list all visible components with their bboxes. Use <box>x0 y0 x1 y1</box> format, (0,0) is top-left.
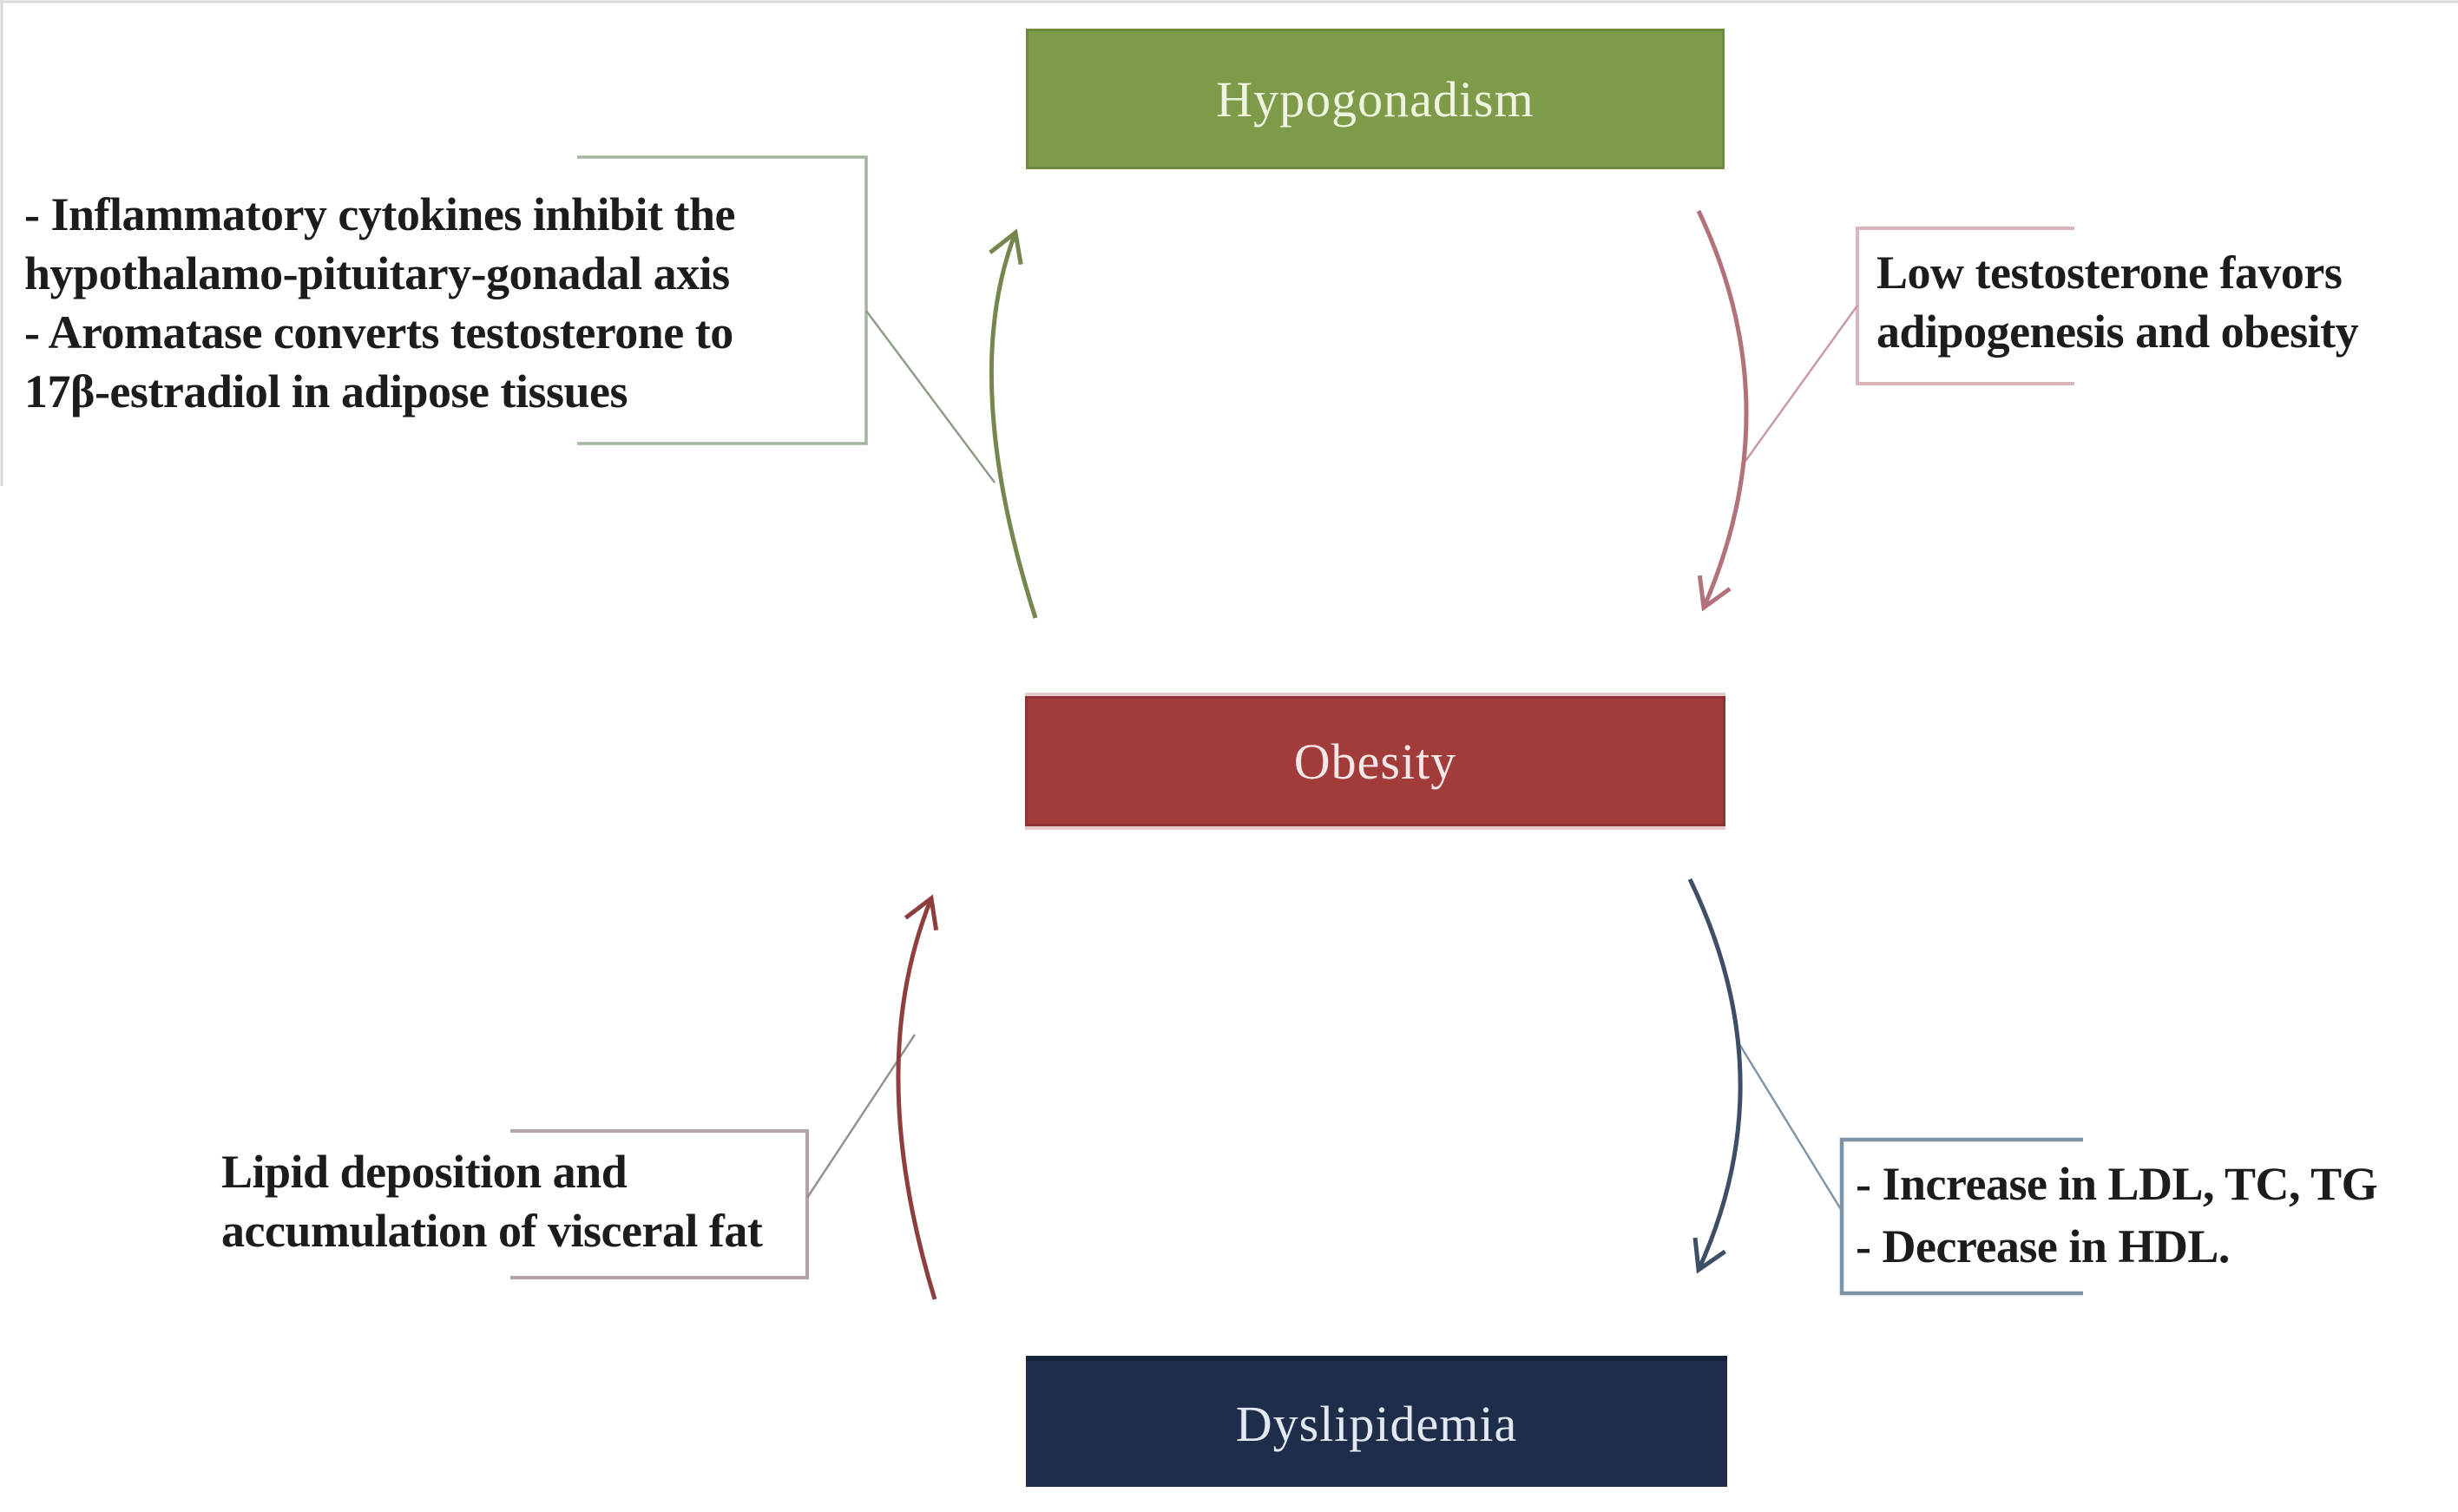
arrow-dyslipidemia-to-obesity <box>896 894 939 1300</box>
node-obesity-label: Obesity <box>1293 733 1457 790</box>
node-hypogonadism-label: Hypogonadism <box>1216 70 1535 128</box>
annotation-lower-left: Lipid deposition and accumulation of vis… <box>221 1142 763 1260</box>
annotation-line: hypothalamo-pituitary-gonadal axis <box>24 247 730 299</box>
annotation-upper-right: Low testosterone favors adipogenesis and… <box>1876 243 2359 361</box>
callout-bracket-lower-left <box>510 1129 809 1279</box>
annotation-lower-right: - Increase in LDL, TC, TG - Decrease in … <box>1856 1153 2378 1278</box>
callout-leader-lower-right <box>1735 1039 1844 1212</box>
arrow-hypogonadism-to-obesity <box>1696 209 1749 612</box>
annotation-line: - Aromatase converts testosterone to <box>24 306 733 358</box>
callout-bracket-lower-right <box>1839 1137 2083 1296</box>
annotation-line: - Decrease in HDL. <box>1856 1220 2230 1272</box>
arrow-obesity-to-hypogonadism <box>989 228 1038 619</box>
annotation-line: Low testosterone favors <box>1876 247 2343 299</box>
node-obesity: Obesity <box>1025 696 1725 826</box>
node-hypogonadism: Hypogonadism <box>1026 29 1725 169</box>
annotation-line: accumulation of visceral fat <box>221 1205 763 1257</box>
callout-leader-upper-left <box>864 310 996 483</box>
callout-leader-upper-right <box>1742 305 1859 464</box>
annotation-line: - Inflammatory cytokines inhibit the <box>24 188 736 240</box>
callout-bracket-upper-left <box>577 155 868 445</box>
annotation-upper-left: - Inflammatory cytokines inhibit the hyp… <box>24 185 736 421</box>
annotation-line: Lipid deposition and <box>221 1146 628 1198</box>
arrow-obesity-to-dyslipidemia <box>1687 878 1743 1274</box>
annotation-line: adipogenesis and obesity <box>1876 306 2359 358</box>
annotation-line: 17β-estradiol in adipose tissues <box>24 365 628 417</box>
node-dyslipidemia-label: Dyslipidemia <box>1235 1396 1518 1452</box>
node-dyslipidemia: Dyslipidemia <box>1026 1356 1727 1487</box>
annotation-line: - Increase in LDL, TC, TG <box>1856 1158 2378 1210</box>
